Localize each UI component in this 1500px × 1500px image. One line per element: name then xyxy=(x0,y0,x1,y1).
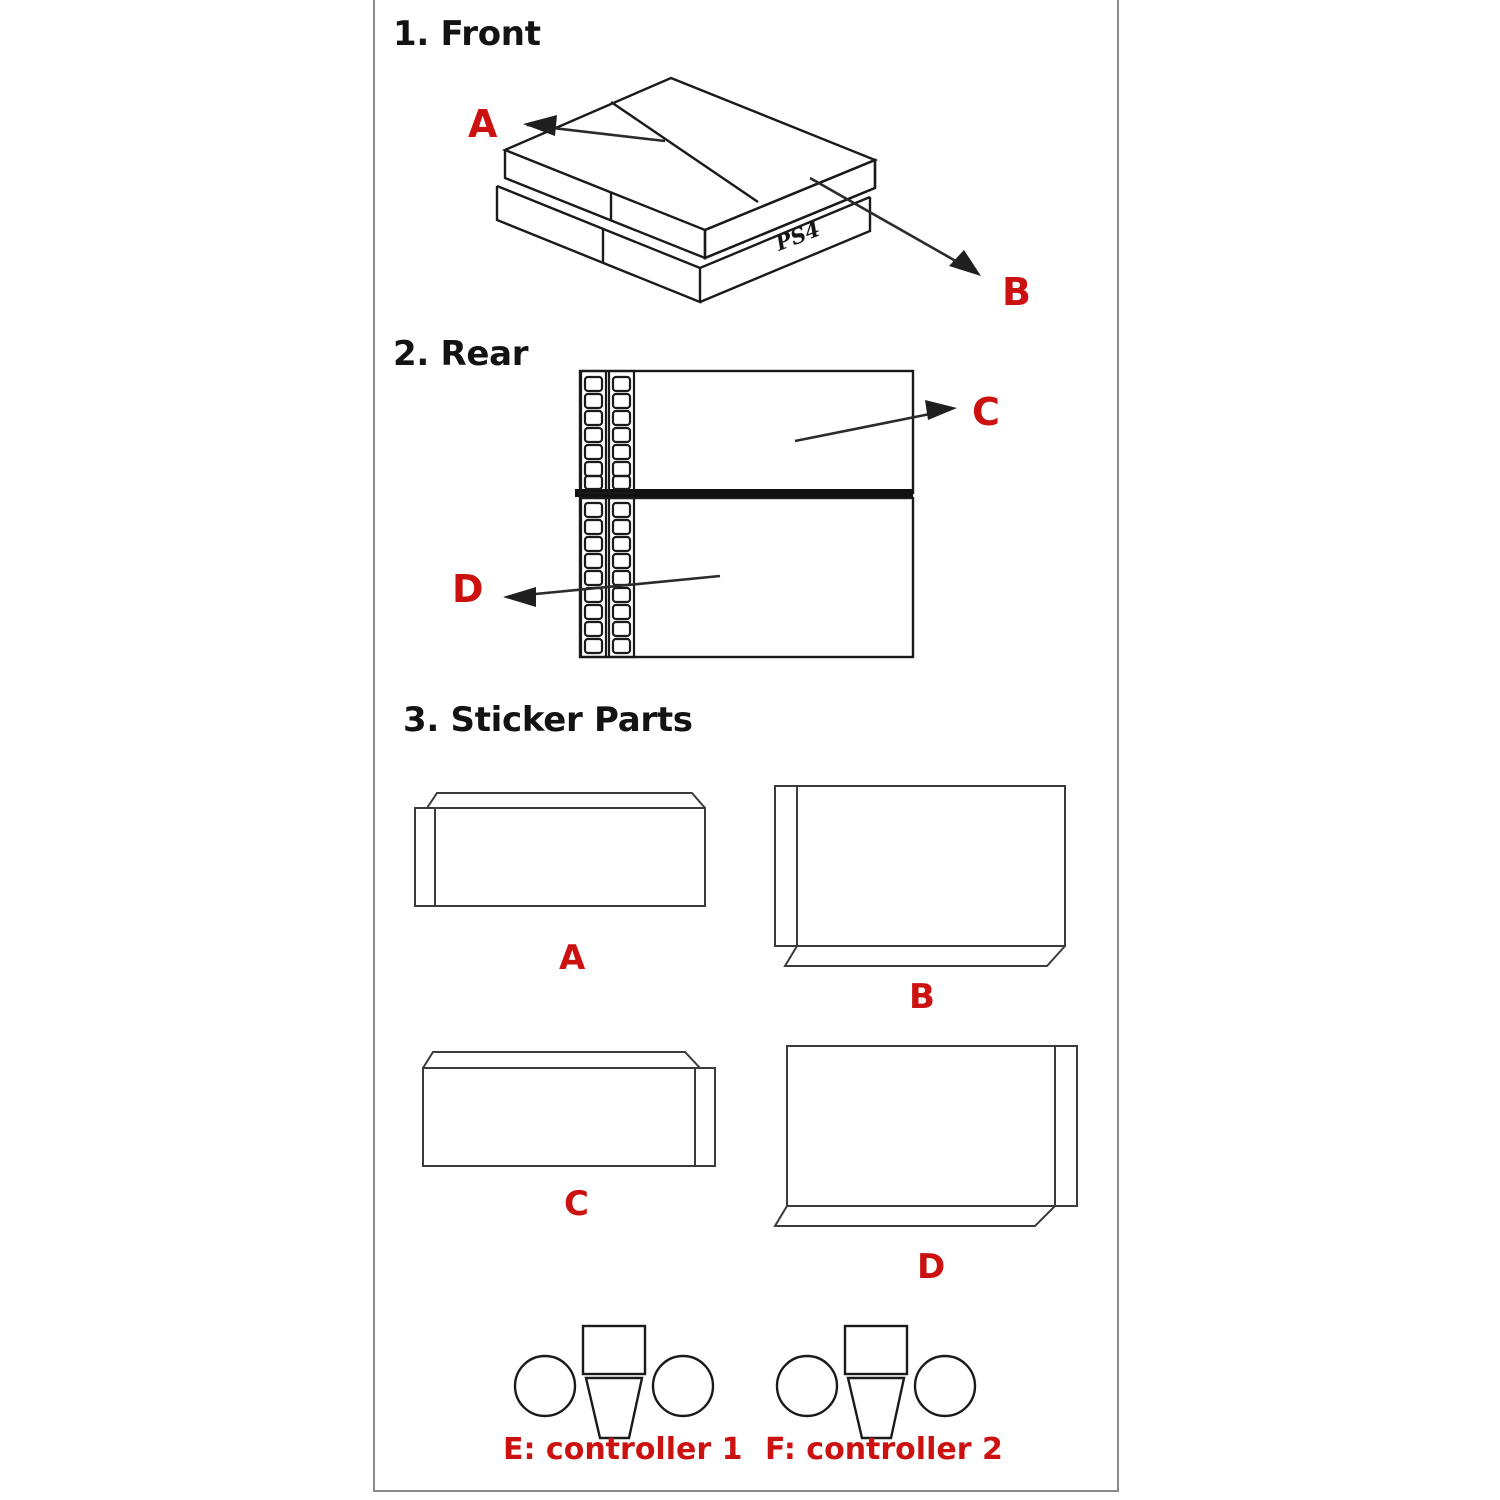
controller-e-left-circle xyxy=(513,1354,577,1418)
callout-label-b: B xyxy=(1002,270,1031,314)
controller-sticker-illustrations xyxy=(513,1324,977,1440)
sticker-c-body xyxy=(422,1067,696,1167)
callout-label-a: A xyxy=(468,102,498,146)
controller-e-touchpad-rect xyxy=(581,1324,647,1376)
controller-f-lightbar-trapezoid xyxy=(846,1376,906,1440)
rear-vent-column-lower-1 xyxy=(579,496,608,659)
controller-label-e: E: controller 1 xyxy=(503,1432,743,1467)
section-heading-front: 1. Front xyxy=(393,14,541,54)
sticker-part-label-d: D xyxy=(917,1247,946,1287)
arrow-line-b xyxy=(809,176,976,274)
console-ps4-wordmark: PS4 xyxy=(771,216,823,256)
sticker-b-bottom-bevel xyxy=(783,945,1066,967)
controller-label-f: F: controller 2 xyxy=(765,1432,1003,1467)
arrow-head-c xyxy=(925,400,957,420)
callout-label-d: D xyxy=(452,567,484,611)
console-top-split-line xyxy=(610,101,759,203)
sticker-shape-b xyxy=(774,785,1066,967)
sticker-a-left-flap xyxy=(414,807,436,907)
console-top-face xyxy=(501,76,879,232)
controller-f-left-circle xyxy=(775,1354,839,1418)
controller-f-right-circle xyxy=(913,1354,977,1418)
section-heading-sticker-parts: 3. Sticker Parts xyxy=(403,700,693,740)
arrow-head-b xyxy=(949,250,981,276)
arrow-head-d xyxy=(503,587,536,607)
rear-panel-illustration xyxy=(503,369,957,659)
sticker-shape-d xyxy=(773,1045,1078,1227)
sheet-border-frame: 1. Front A B PS4 xyxy=(373,0,1119,1492)
sticker-b-left-flap xyxy=(774,785,798,947)
sticker-b-body xyxy=(796,785,1066,947)
arrow-head-a xyxy=(523,115,557,136)
sticker-d-right-flap xyxy=(1054,1045,1078,1207)
controller-shape-f xyxy=(775,1324,977,1440)
sticker-d-body xyxy=(786,1045,1056,1207)
console-lower-right-side xyxy=(699,197,872,304)
rear-vent-column-lower-2 xyxy=(607,496,636,659)
sticker-part-label-b: B xyxy=(909,977,935,1017)
sticker-a-top-bevel xyxy=(426,792,706,809)
arrow-line-d xyxy=(514,574,721,598)
rear-divider-bar xyxy=(575,489,913,497)
controller-f-touchpad-rect xyxy=(843,1324,909,1376)
sticker-part-label-c: C xyxy=(564,1184,589,1224)
sticker-c-top-bevel xyxy=(422,1051,701,1069)
section-heading-rear: 2. Rear xyxy=(393,334,529,374)
console-lower-left-side xyxy=(495,186,702,304)
sticker-c-right-flap xyxy=(694,1067,716,1167)
sticker-shape-a xyxy=(414,792,706,907)
rear-vent-column-upper-1 xyxy=(579,369,608,495)
sticker-a-body xyxy=(434,807,706,907)
controller-shape-e xyxy=(513,1324,715,1440)
front-console-illustration: PS4 xyxy=(495,76,981,304)
sticker-parts-illustrations xyxy=(414,785,1078,1227)
arrow-line-c xyxy=(794,409,946,443)
controller-e-right-circle xyxy=(651,1354,715,1418)
rear-vent-column-upper-2 xyxy=(607,369,636,495)
console-upper-left-side xyxy=(503,150,707,260)
controller-e-lightbar-trapezoid xyxy=(584,1376,644,1440)
sticker-part-label-a: A xyxy=(559,938,586,978)
sticker-d-bottom-bevel xyxy=(773,1205,1056,1227)
sticker-shape-c xyxy=(422,1051,716,1167)
callout-label-c: C xyxy=(972,390,1000,434)
